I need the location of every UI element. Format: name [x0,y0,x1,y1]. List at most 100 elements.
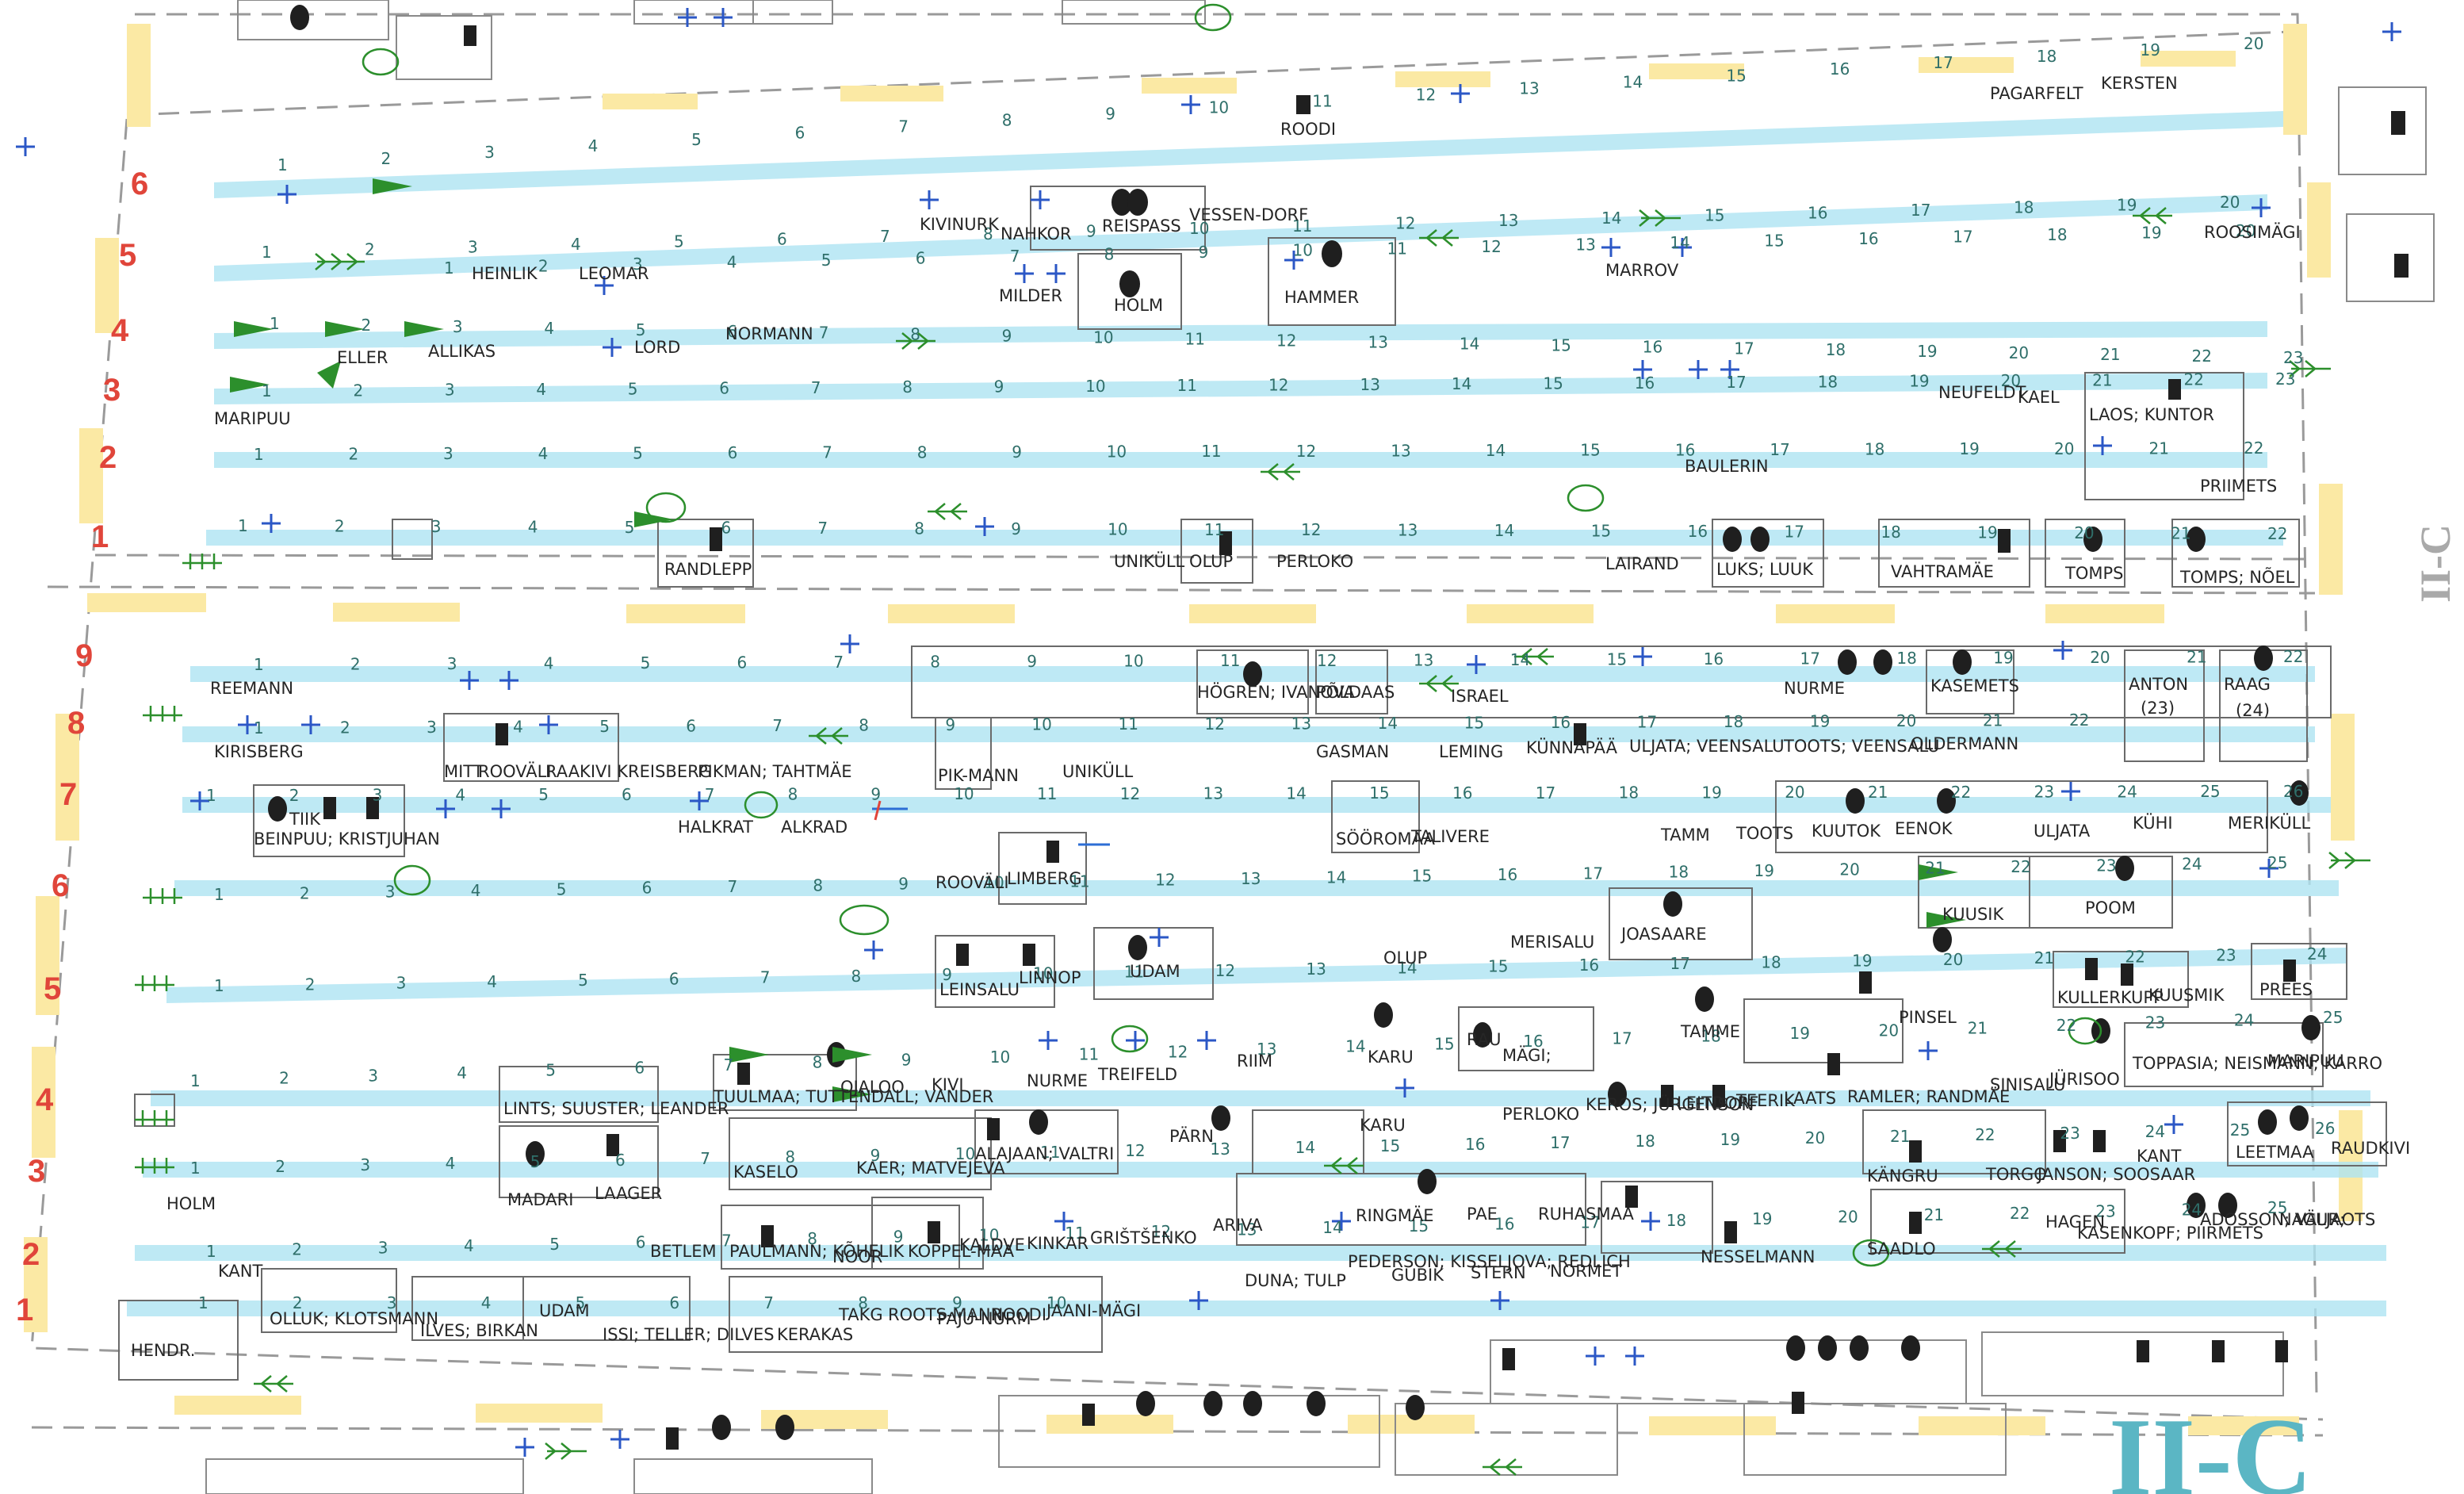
plot-name: NURME [1784,679,1845,698]
plot-name: ROODI [991,1305,1046,1324]
plot-number: 11 [1177,376,1197,395]
plot-number: 10 [1107,442,1127,462]
plot-number: 4 [455,785,465,804]
plot-number: 2 [292,1240,302,1259]
plot-name: KIVINURK [920,215,1000,234]
plot-number: 8 [785,1147,795,1166]
plot-number: 4 [544,654,554,673]
plot-number: 5 [625,518,635,537]
plot-name: ROOTS-MANN [888,1305,1003,1324]
plot-name: MARIPUU [214,409,291,428]
plot-number: 5 [557,879,567,898]
plot-number: 25 [2267,853,2287,872]
plot-number: 20 [2090,648,2110,667]
plot-number: 14 [1345,1037,1365,1056]
plot-number: 8 [1104,245,1115,264]
plot-number: 15 [1409,1216,1429,1235]
plot-number: 5 [821,251,832,270]
plot-name: MERIKÜLL [2228,813,2310,833]
plot-number: 17 [1583,864,1603,883]
plot-name: EENOK [1895,819,1953,838]
plot-name: REISPASS [1102,216,1181,236]
plot-number: 11 [1040,1143,1060,1162]
plot-number: 6 [728,443,738,462]
plot-number: 24 [2307,944,2327,963]
plot-number: 22 [2011,857,2030,876]
plot-name: ISRAEL [1451,687,1509,706]
plot-name: TORGO [1985,1165,2047,1184]
plot-number: 14 [1510,650,1530,669]
plot-number: 13 [1414,650,1433,669]
plot-number: 25 [2200,782,2220,801]
plot-name: KANT [2137,1147,2181,1166]
plot-name: PAJU-NURM [937,1309,1031,1328]
plot-number: 5 [549,1235,560,1254]
section-label: II-C [2109,1396,2313,1494]
plot-number: 21 [1924,1205,1944,1224]
plot-number: 3 [360,1155,370,1174]
plot-number: 2 [305,975,316,994]
plot-number: 18 [1865,440,1884,459]
plot-number: 14 [1326,868,1346,887]
plot-number: 6 [727,322,737,341]
plot-number: 12 [1296,442,1316,461]
plot-number: 15 [1705,206,1724,225]
plot-number: 7 [819,324,829,343]
plot-number: 22 [2125,948,2145,967]
plot-name: TAMME [1680,1022,1740,1041]
plot-name: SINISALU [1990,1075,2066,1094]
plot-number: 16 [1830,59,1850,79]
plot-number: 12 [1481,237,1501,256]
plot-name: KASEMETS [1930,676,2019,695]
plot-name: UNIKÜLL [1062,761,1134,781]
plot-number: 8 [983,224,993,243]
plot-number: 7 [817,519,828,538]
plot-number: 3 [373,786,383,805]
upper-row-numbers: 6 5 4 3 2 1 [91,167,148,554]
plot-number: 13 [1360,375,1380,394]
plot-number: 17 [1734,339,1754,358]
plot-number: 6 [615,1151,626,1170]
plot-number: 21 [1983,711,2003,730]
plot-number: 20 [2054,439,2074,458]
plot-name: KAEL [2018,388,2060,407]
plot-number: 2 [289,786,300,805]
plot-number: 3 [484,143,495,162]
plot-name: LAAGER [595,1184,662,1203]
plot-number: 6 [634,1058,645,1077]
plot-name: KALDVE [959,1235,1025,1255]
plot-name: MÄGI; [1502,1045,1551,1065]
plot-number: 10 [979,1225,999,1244]
plot-number: 9 [870,1146,881,1165]
plot-number: 2 [340,718,350,737]
plot-number: 9 [901,1050,912,1069]
plot-number: 8 [807,1229,817,1248]
plot-name: LEOMAR [579,264,649,283]
plot-number: 19 [1790,1024,1810,1043]
plot-number: 16 [1688,522,1708,541]
plot-number: 6 [642,879,652,898]
plot-number: 3 [431,517,442,536]
plot-name: ARIVA [1213,1216,1263,1235]
plot-number: 18 [1881,523,1900,542]
plot-number: 13 [1575,235,1595,254]
plot-number: 11 [1292,216,1312,236]
plot-number: 2 [365,240,375,259]
plot-number: 17 [1785,523,1804,542]
lower-row-number: 2 [22,1237,40,1272]
plot-number: 7 [760,968,771,987]
plot-number: 12 [1301,520,1321,539]
plot-number: 3 [378,1238,388,1257]
plot-number: 11 [1185,330,1205,349]
plot-number: 22 [2010,1204,2030,1223]
plot-name: ISSI; TELLER; DILVES [603,1325,775,1344]
plot-number: 21 [1868,783,1888,802]
plot-number: 13 [1210,1140,1230,1159]
plot-name: ELLER [337,348,388,367]
plot-number: 11 [1204,520,1224,539]
plot-name: KÄNGRU [1867,1166,1938,1186]
plot-name: TIIK [289,810,321,829]
plot-name: KASELO [733,1163,798,1182]
plot-name: ULJATA [2034,822,2091,841]
